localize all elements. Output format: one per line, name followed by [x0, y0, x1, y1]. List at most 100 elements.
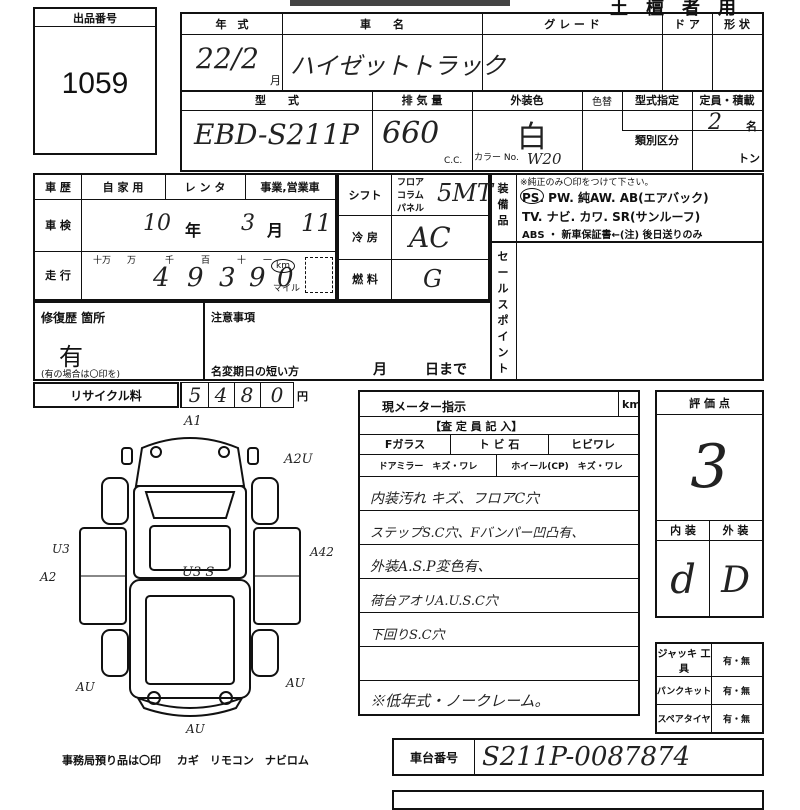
- cargo-bed-inner: [145, 595, 235, 685]
- displacement-label: 排 気 量: [401, 94, 443, 107]
- sales-point-label: セールスポイント: [497, 250, 509, 375]
- wheel-label: ホイール(CP) キズ・ワレ: [511, 461, 623, 472]
- shift-option-floor: フロア: [397, 178, 425, 188]
- equipment-line-3: ABS ・ 新車保証書←(注) 後日送りのみ: [522, 230, 703, 241]
- taillight-left: [147, 691, 161, 705]
- mirror-right: [247, 447, 259, 465]
- private-use-option: 自 家 用: [102, 181, 144, 194]
- history-label: 車 歴: [45, 181, 71, 194]
- cab-body: [133, 485, 247, 579]
- fuel-label: 燃 料: [352, 273, 378, 286]
- bottom-partial-box: [392, 790, 764, 810]
- shift-option-column: コラム: [397, 191, 424, 201]
- mirror-left: [121, 447, 133, 465]
- inspector-note: ※低年式・ノークレーム。: [370, 692, 550, 710]
- load-unit: トン: [738, 152, 760, 165]
- spare-tire-label: スペアタイヤ: [657, 714, 711, 725]
- mileage-place: 千: [165, 256, 175, 266]
- exterior-color-value: 白: [517, 120, 547, 155]
- door-mirror-label: ドアミラー キズ・ワレ: [378, 461, 478, 472]
- inspection-label: 車 検: [45, 219, 71, 232]
- lot-number-box: 出品番号 1059: [33, 7, 157, 155]
- grade-label: 評 価 点: [689, 397, 730, 410]
- lot-number-value: 1059: [61, 67, 129, 100]
- exterior-color-label: 外装色: [510, 94, 544, 107]
- tools-box: ジャッキ 工 具 有・無 パンクキット 有・無 スペアタイヤ 有・無: [655, 642, 764, 734]
- capacity-unit: 名: [746, 120, 757, 133]
- office-items-list: カギ リモコン ナビロム: [176, 754, 309, 767]
- km-option: km: [271, 259, 295, 273]
- jack-tools-options: 有・無: [722, 656, 750, 667]
- jack-tools-label: ジャッキ 工 具: [657, 649, 711, 675]
- diagram-mark: A2: [40, 570, 57, 584]
- displacement-value: 660: [382, 116, 440, 151]
- grade-label: グ レ ー ド: [544, 18, 600, 31]
- recycle-digit: 5: [188, 383, 202, 407]
- cab-front: [134, 437, 246, 487]
- mileage-extra-cell: [305, 257, 333, 293]
- shape-label: 形 状: [724, 18, 750, 31]
- recycle-digit: 8: [240, 383, 254, 407]
- shift-value: 5MT: [437, 179, 493, 207]
- office-items-title: 事務局預り品は〇印: [62, 754, 161, 767]
- windshield-label: Fガラス: [384, 438, 426, 451]
- capacity-label: 定員・積載: [699, 94, 755, 107]
- chassis-number-label: 車台番号: [409, 750, 458, 765]
- year-value: 22/2: [196, 42, 259, 75]
- top-right-title: 土 檀 者 用: [610, 0, 736, 19]
- month-unit: 月: [270, 74, 281, 87]
- inspection-day-value: 11: [301, 209, 332, 237]
- remarks-box: 注意事項 名変期日の短い方 月 日まで: [203, 301, 492, 381]
- model-label: 型 式: [255, 94, 299, 107]
- wheel-rear-left: [101, 629, 129, 677]
- mileage-digit: 9: [187, 263, 204, 293]
- equipment-box: 装備品 ※純正のみ〇印をつけて下さい。 PS. PW. 純AW. AB(エアバッ…: [490, 173, 764, 243]
- inspector-note: 荷台アオリA.U.S.C穴: [370, 594, 498, 609]
- year-label: 年 式: [215, 18, 249, 31]
- meter-label: 現メーター指示: [382, 400, 467, 414]
- mileage-label: 走 行: [45, 269, 71, 282]
- inspection-year-value: 10: [143, 211, 171, 236]
- mileage-digit: 4: [153, 263, 170, 293]
- recycle-fee-digits: 5 4 8 0: [180, 382, 294, 408]
- designation-label: 型式指定: [635, 94, 679, 107]
- model-value: EBD-S211P: [194, 118, 359, 151]
- mileage-digit-cells: 十万 万 千 百 十 一 4 9 3 9 0: [91, 253, 294, 297]
- puncture-kit-options: 有・無: [722, 686, 750, 697]
- ac-label: 冷 房: [352, 231, 378, 244]
- remarks-label: 注意事項: [211, 311, 255, 324]
- recycle-digit: 4: [214, 383, 228, 407]
- history-grid: 車 歴 自 家 用 レ ン タ 事業,営業車 車 検 10 年 3 月 11 走…: [33, 173, 337, 301]
- shift-option-panel: パネル: [397, 204, 425, 214]
- color-no-value: W20: [527, 150, 562, 168]
- equipment-line-1: PS. PW. 純AW. AB(エアバック): [522, 191, 709, 205]
- mileage-place: 百: [201, 256, 211, 266]
- exterior-grade-value: D: [721, 559, 750, 601]
- grade-box: 評 価 点 3 内 装 外 装 d D: [655, 390, 764, 618]
- inspector-note-lines: 内装汚れ キズ、フロアC穴 ステップS.C穴、Fバンパー凹凸有、 外装A.S.P…: [360, 476, 638, 714]
- mile-option: マイル: [273, 284, 301, 294]
- equipment-line-2: TV. ナビ. カワ. SR(サンルーフ): [522, 210, 701, 224]
- inspector-note: 外装A.S.P変色有、: [370, 559, 492, 575]
- meter-inspector-box: 現メーター指示 km 【査 定 員 記 入】 Fガラス ト ビ 石 ヒビワレ ド…: [358, 390, 641, 716]
- taillight-right: [219, 691, 233, 705]
- ps-circle: [520, 188, 544, 204]
- rental-option: レ ン タ: [184, 181, 226, 194]
- exterior-grade-label: 外 装: [722, 524, 749, 537]
- office-items-label: 事務局預り品は〇印 カギ リモコン ナビロム: [62, 752, 309, 768]
- rear-bumper: [135, 696, 245, 717]
- repair-history-note: (有の場合は〇印を): [41, 370, 121, 380]
- business-use-option: 事業,営業車: [260, 181, 320, 194]
- chassis-number-box: 車台番号 S211P-0087874: [392, 738, 764, 776]
- shift-ac-fuel-grid: シフト フロア コラム パネル 5MT 冷 房 AC 燃 料 G: [337, 173, 493, 301]
- cargo-bed: [129, 579, 251, 699]
- top-strip: [290, 0, 510, 6]
- sales-point-box: セールスポイント: [490, 241, 764, 381]
- equipment-note: ※純正のみ〇印をつけて下さい。: [520, 178, 654, 188]
- shift-label: シフト: [348, 189, 382, 202]
- diagram-mark: U3 S: [182, 565, 215, 580]
- windshield: [144, 491, 236, 519]
- diagram-mark: A1: [184, 414, 202, 429]
- repair-history-value: 有: [59, 343, 83, 371]
- recycle-fee-label: リサイクル料: [70, 388, 142, 403]
